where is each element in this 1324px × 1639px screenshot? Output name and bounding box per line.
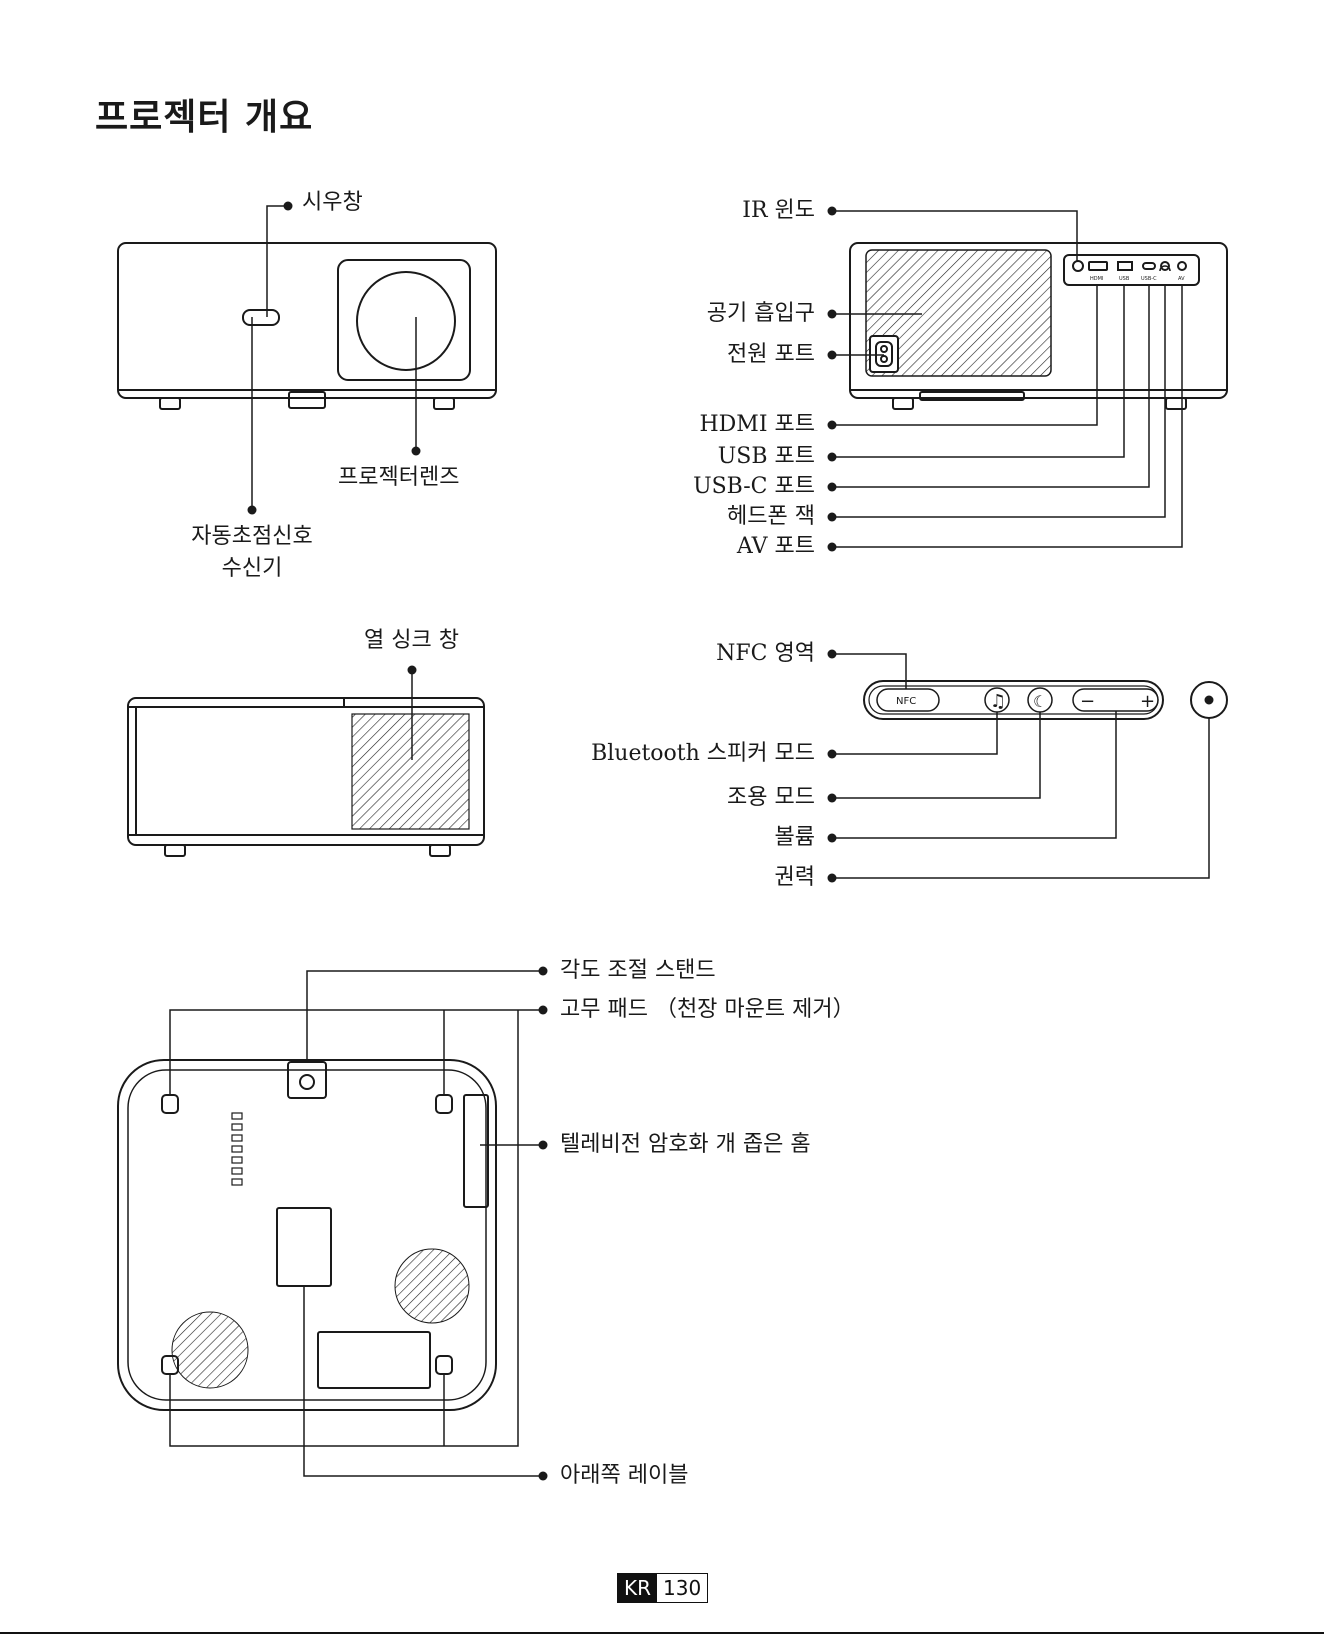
rear-port-label-hdmi: HDMI: [1090, 276, 1103, 282]
rear-port-label-av: AV: [1178, 276, 1185, 282]
side-view: [128, 698, 484, 856]
label-autofocus-receiver-1: 자동초점신호: [182, 524, 322, 550]
volume-plus: +: [1140, 691, 1155, 712]
bottom-view: [118, 1060, 496, 1410]
label-nfc-area: NFC 영역: [515, 641, 815, 667]
bottom-rule: [0, 1632, 1324, 1634]
label-usb-port: USB 포트: [515, 444, 815, 470]
front-view: [118, 243, 496, 409]
label-autofocus-receiver-2: 수신기: [182, 556, 322, 582]
usbc-port-icon: [1143, 263, 1155, 269]
label-ir-window: IR 윈도: [515, 198, 815, 224]
rear-port-label-usb: USB: [1119, 276, 1130, 282]
label-air-intake: 공기 흡입구: [515, 301, 815, 327]
music-note-icon: ♫: [990, 691, 1006, 712]
label-rubber-pad: 고무 패드 （천장 마운트 제거）: [560, 997, 855, 1023]
usb-port-icon: [1118, 262, 1132, 270]
nfc-text: NFC: [896, 696, 916, 707]
label-headphone-jack: 헤드폰 잭: [515, 504, 815, 530]
moon-icon: ☾: [1033, 692, 1047, 711]
page-footer: KR 130: [617, 1573, 708, 1603]
tv-slot-icon: [464, 1095, 488, 1207]
label-volume: 볼륨: [515, 825, 815, 851]
label-usbc-port: USB-C 포트: [515, 474, 815, 500]
label-hdmi-port: HDMI 포트: [515, 412, 815, 438]
label-tv-slot: 텔레비전 암호화 개 좁은 홈: [560, 1132, 811, 1158]
label-bottom-label: 아래쪽 레이블: [560, 1463, 688, 1489]
label-viewing-window: 시우창: [302, 190, 363, 216]
rear-port-label-usbc: USB-C: [1141, 276, 1157, 282]
label-bluetooth-mode: Bluetooth 스피커 모드: [515, 741, 815, 767]
av-port-icon: [1178, 262, 1186, 270]
label-power: 권력: [515, 865, 815, 891]
label-power-port: 전원 포트: [515, 342, 815, 368]
rear-view: [850, 243, 1227, 409]
footer-page-number: 130: [657, 1574, 707, 1602]
label-heat-sink-window: 열 싱크 창: [364, 628, 459, 654]
projector-lens-icon: [357, 272, 455, 370]
footer-language: KR: [618, 1574, 657, 1602]
autofocus-sensor-icon: [243, 310, 279, 325]
ir-window-icon: [1073, 261, 1083, 271]
volume-minus: −: [1080, 691, 1095, 712]
label-ambient-mode: 조용 모드: [515, 785, 815, 811]
label-av-port: AV 포트: [515, 534, 815, 560]
label-angle-stand: 각도 조절 스탠드: [560, 958, 716, 984]
label-projector-lens: 프로젝터렌즈: [338, 465, 459, 491]
hdmi-port-icon: [1089, 262, 1107, 270]
bottom-label-icon: [277, 1208, 331, 1286]
